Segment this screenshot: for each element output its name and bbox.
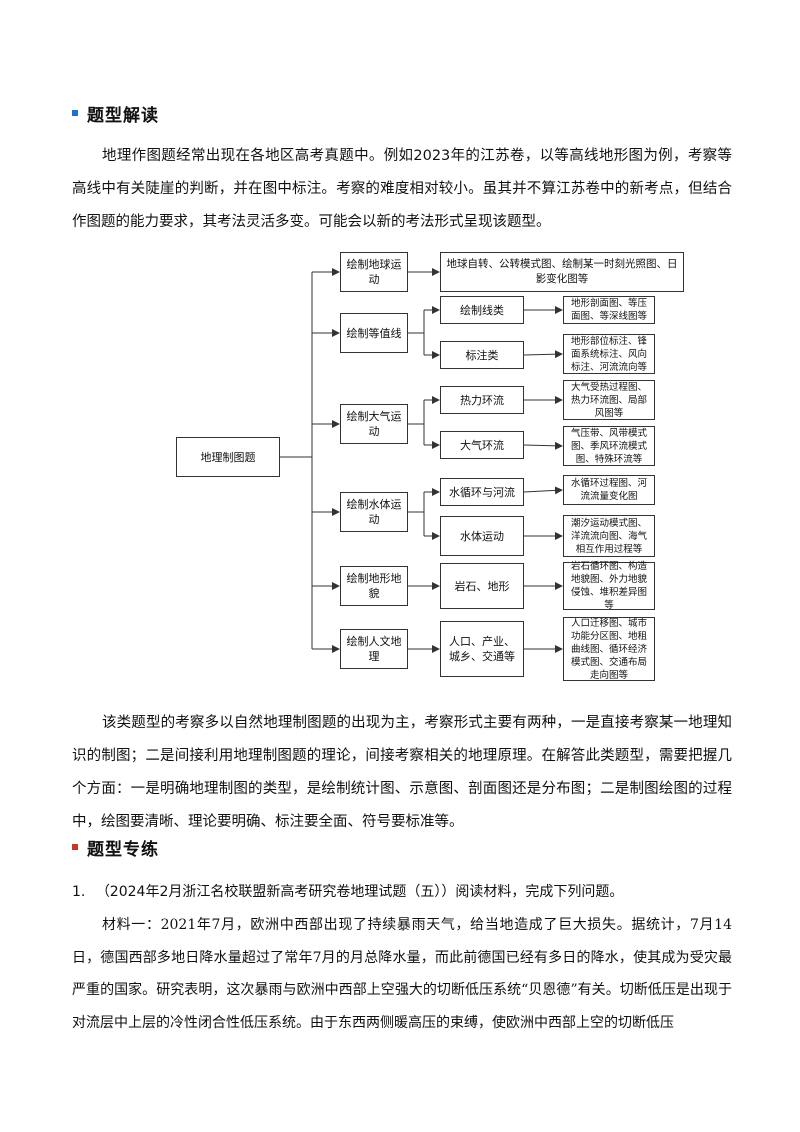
category-box-isolines: 绘制等值线	[340, 313, 408, 353]
note-box-atmospheric: 气压带、风带模式图、季风环流模式图、特殊环流等	[563, 426, 655, 466]
note-label: 地球自转、公转模式图、绘制某一时刻光照图、日影变化图等	[446, 258, 678, 285]
category-label: 绘制地形地貌	[346, 572, 402, 600]
category-box-earth-motion: 绘制地球运动	[340, 252, 408, 292]
category-label: 绘制地球运动	[346, 258, 402, 286]
diagram-root-label: 地理制图题	[200, 450, 256, 464]
section-title: 题型专练	[87, 839, 159, 860]
note-box-water-cycle: 水循环过程图、河流流量变化图	[563, 475, 655, 505]
note-box-water-motion: 潮汐运动模式图、洋流流向图、海气相互作用过程等	[563, 515, 655, 557]
child-box-atmospheric-circulation: 大气环流	[440, 431, 524, 459]
child-box-water-cycle: 水循环与河流	[440, 478, 524, 506]
child-box-thermal-circulation: 热力环流	[440, 386, 524, 414]
child-box-annotation: 标注类	[440, 341, 524, 369]
child-label: 水体运动	[460, 529, 504, 543]
note-box-lines: 地形剖面图、等压面图、等深线图等	[563, 296, 655, 324]
note-label: 岩石循环图、构造地貌图、外力地貌侵蚀、堆积差异图等	[570, 561, 647, 611]
note-label: 人口迁移图、城市功能分区图、地租曲线图、循环经济模式图、交通布局走向图等	[570, 617, 647, 681]
child-box-water-motion: 水体运动	[440, 516, 524, 556]
note-box-human: 人口迁移图、城市功能分区图、地租曲线图、循环经济模式图、交通布局走向图等	[563, 617, 655, 681]
note-arrow	[523, 486, 563, 495]
question-source: （2024年2月浙江名校联盟新高考研究卷地理试题（五））阅读材料，完成下列问题。	[95, 884, 624, 900]
diagram-root-box: 地理制图题	[176, 437, 280, 477]
question-header: 1. （2024年2月浙江名校联盟新高考研究卷地理试题（五））阅读材料，完成下列…	[72, 880, 623, 904]
category-label: 绘制大气运动	[346, 410, 402, 438]
category-box-human: 绘制人文地理	[340, 629, 408, 669]
section-bullet-icon	[72, 110, 78, 116]
child-box-population: 人口、产业、城乡、交通等	[440, 621, 524, 677]
section-header-analysis: 题型解读	[72, 101, 159, 126]
child-box-rocks-landforms: 岩石、地形	[440, 563, 524, 609]
category-box-water: 绘制水体运动	[340, 492, 408, 532]
section-bullet-icon	[72, 844, 78, 850]
intro-paragraph: 地理作图题经常出现在各地区高考真题中。例如2023年的江苏卷，以等高线地形图为例…	[72, 148, 732, 230]
category-label: 绘制水体运动	[346, 498, 402, 526]
child-label: 岩石、地形	[454, 579, 510, 593]
note-box-thermal: 大气受热过程图、热力环流图、局部风图等	[563, 380, 655, 420]
note-label: 水循环过程图、河流流量变化图	[570, 478, 647, 502]
analysis-paragraph: 该类题型的考察多以自然地理制图题的出现为主，考察形式主要有两种，一是直接考察某一…	[72, 715, 732, 830]
category-box-landforms: 绘制地形地貌	[340, 566, 408, 606]
child-label: 绘制线类	[460, 303, 504, 317]
child-label: 大气环流	[460, 438, 504, 452]
child-box-lines: 绘制线类	[440, 296, 524, 324]
question-number: 1.	[72, 884, 86, 900]
child-label: 人口、产业、城乡、交通等	[449, 635, 515, 663]
note-label: 地形剖面图、等压面图、等深线图等	[570, 298, 647, 322]
note-label: 地形部位标注、锋面系统标注、风向标注、河流流向等	[570, 335, 647, 373]
child-label: 热力环流	[460, 393, 504, 407]
note-label: 气压带、风带模式图、季风环流模式图、特殊环流等	[570, 427, 647, 465]
note-box-landforms: 岩石循环图、构造地貌图、外力地貌侵蚀、堆积差异图等	[563, 561, 655, 611]
note-label: 潮汐运动模式图、洋流流向图、海气相互作用过程等	[570, 517, 647, 555]
note-label: 大气受热过程图、热力环流图、局部风图等	[570, 381, 647, 419]
note-arrow	[523, 441, 563, 450]
category-label: 绘制人文地理	[346, 635, 402, 663]
note-box-annotation: 地形部位标注、锋面系统标注、风向标注、河流流向等	[563, 334, 655, 374]
category-label: 绘制等值线	[346, 326, 402, 340]
note-arrow	[523, 350, 563, 359]
section-title: 题型解读	[87, 105, 159, 126]
note-box-earth-motion: 地球自转、公转模式图、绘制某一时刻光照图、日影变化图等	[440, 252, 684, 292]
child-label: 水循环与河流	[449, 485, 515, 499]
section-header-practice: 题型专练	[72, 835, 159, 860]
child-label: 标注类	[465, 348, 499, 362]
category-box-atmosphere: 绘制大气运动	[340, 404, 408, 444]
question-material: 材料一：2021年7月，欧洲中西部出现了持续暴雨天气，给当地造成了巨大损失。据统…	[72, 917, 732, 1031]
